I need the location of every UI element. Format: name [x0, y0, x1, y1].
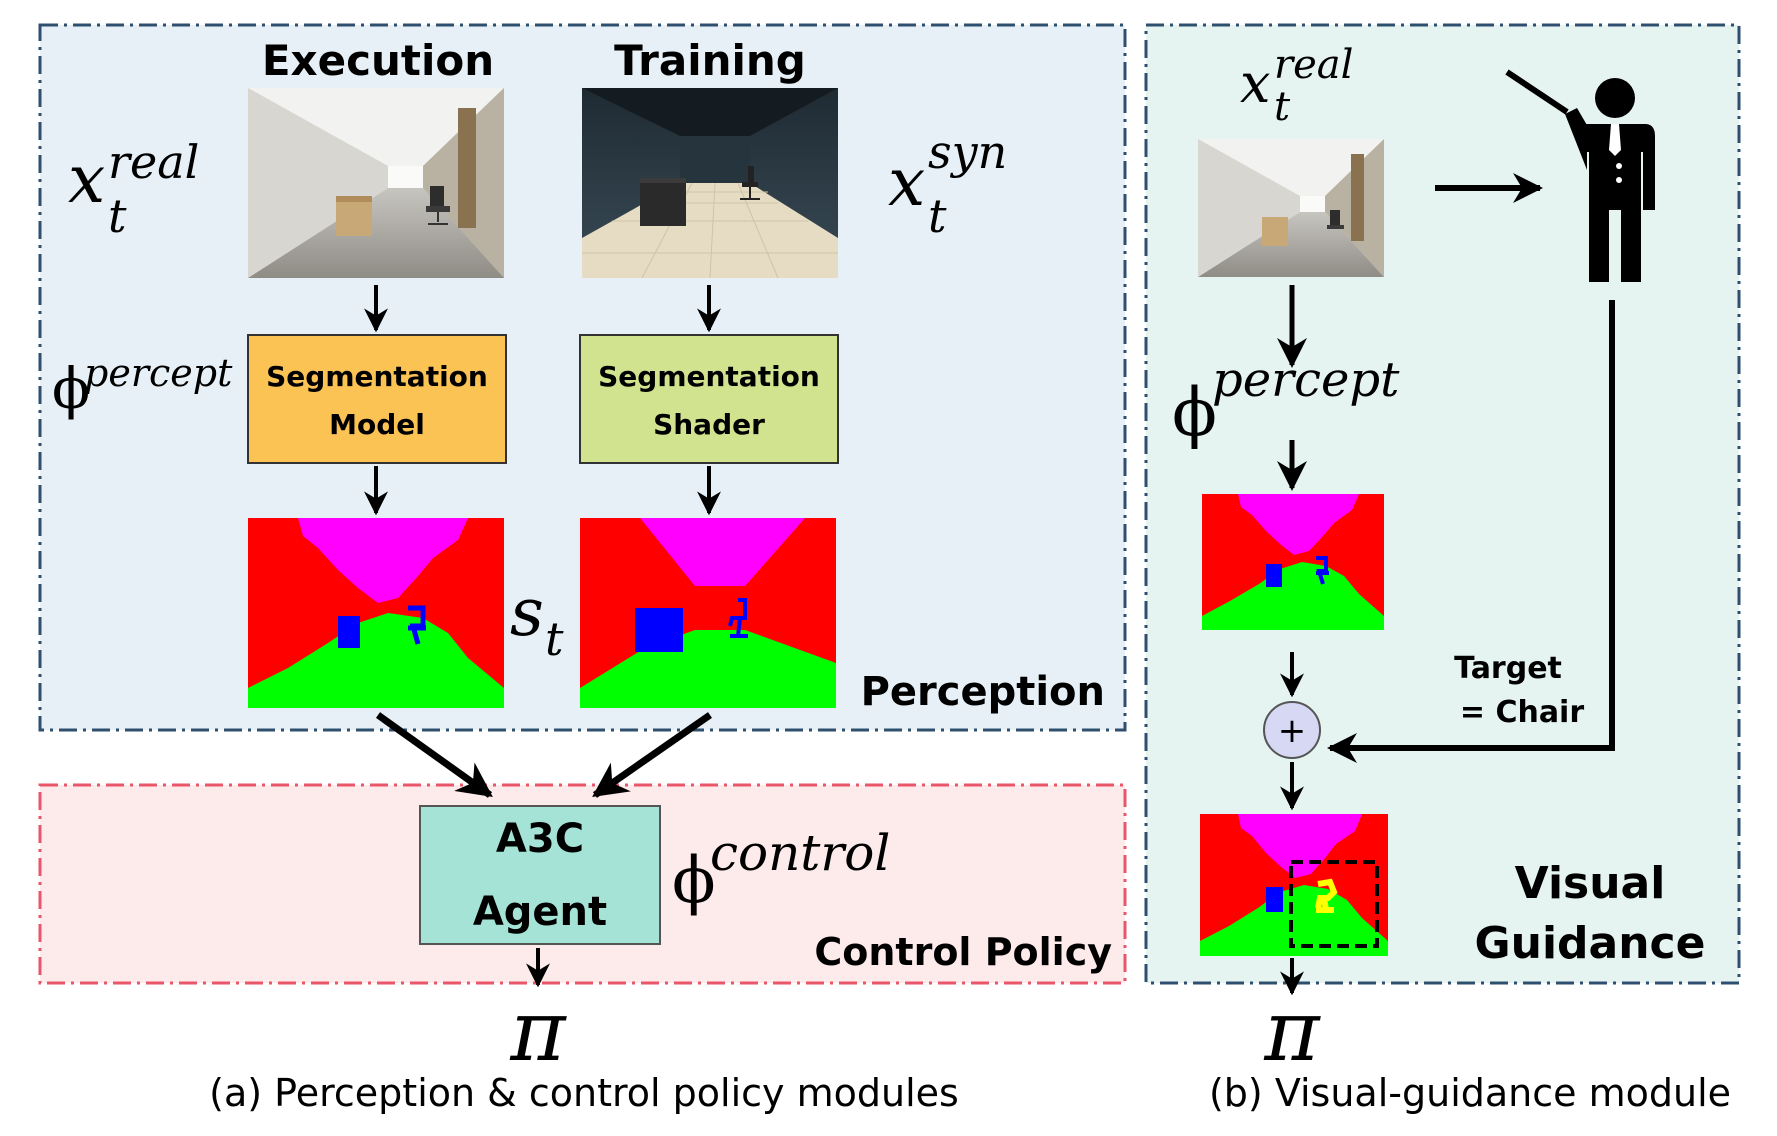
a3c-agent-box: A3C Agent [419, 805, 661, 945]
arrow-teacher-to-plus [1327, 300, 1615, 763]
pi-right: π [1263, 982, 1321, 1080]
segmentation-model-line2: Model [329, 408, 425, 441]
pi-left: π [509, 982, 567, 1080]
phi-control-label: ϕ control [672, 824, 890, 918]
x-syn-sup: syn [928, 125, 1007, 179]
phi-base: ϕ [52, 357, 90, 422]
arrow-segreal-to-agent [375, 712, 493, 798]
visual-guidance-line1: Visual [1515, 858, 1666, 909]
segmentation-output-synthetic [580, 518, 836, 708]
s-t-label: s t [510, 574, 564, 666]
target-line1: Target [1454, 651, 1562, 686]
real-corridor-image-small [1198, 139, 1384, 277]
real-corridor-image [248, 88, 504, 278]
phi-percept-sup: percept [84, 351, 233, 395]
segmentation-model-line1: Segmentation [266, 360, 488, 393]
phi-control-base: ϕ [672, 844, 716, 918]
phi-right-sup: percept [1212, 352, 1400, 408]
target-line2: = Chair [1460, 695, 1584, 730]
x-syn-label: x syn t [888, 125, 1007, 243]
x-real-right-base: x [1240, 52, 1270, 115]
combine-node: + [1263, 701, 1321, 759]
guided-segmentation-output [1200, 814, 1388, 956]
s-base: s [510, 574, 544, 651]
plus-symbol: + [1278, 711, 1307, 751]
execution-header: Execution [262, 36, 494, 85]
caption-left: (a) Perception & control policy modules [209, 1071, 959, 1115]
segmentation-output-right [1202, 494, 1384, 630]
x-syn-sub: t [928, 189, 947, 243]
s-sub: t [545, 612, 564, 666]
x-real-sup: real [108, 135, 199, 189]
synthetic-corridor-image [582, 88, 838, 279]
phi-control-sup: control [710, 824, 890, 882]
agent-line2: Agent [473, 889, 607, 935]
agent-line1: A3C [496, 816, 584, 862]
x-real-label-right: x real t [1240, 42, 1353, 130]
x-real-label-left: x real t [68, 135, 199, 243]
perception-label: Perception [861, 669, 1105, 715]
segmentation-shader-line1: Segmentation [598, 360, 820, 393]
phi-percept-label-left: ϕ percept [52, 351, 233, 422]
training-header: Training [614, 36, 806, 85]
phi-percept-label-right: ϕ percept [1172, 352, 1400, 451]
teacher-icon [1505, 69, 1655, 282]
segmentation-model-box: Segmentation Model [247, 334, 507, 464]
segmentation-shader-line2: Shader [653, 408, 765, 441]
x-real-base: x [68, 141, 105, 218]
x-real-right-sub: t [1274, 84, 1291, 130]
x-real-right-sup: real [1274, 42, 1353, 88]
visual-guidance-line2: Guidance [1475, 918, 1706, 969]
caption-right: (b) Visual-guidance module [1209, 1071, 1731, 1115]
phi-right-base: ϕ [1172, 374, 1217, 451]
control-policy-label: Control Policy [814, 930, 1112, 974]
x-real-sub: t [108, 189, 127, 243]
segmentation-output-real [248, 518, 504, 708]
arrow-segsyn-to-agent [592, 712, 712, 798]
segmentation-shader-box: Segmentation Shader [579, 334, 839, 464]
x-syn-base: x [888, 144, 925, 221]
